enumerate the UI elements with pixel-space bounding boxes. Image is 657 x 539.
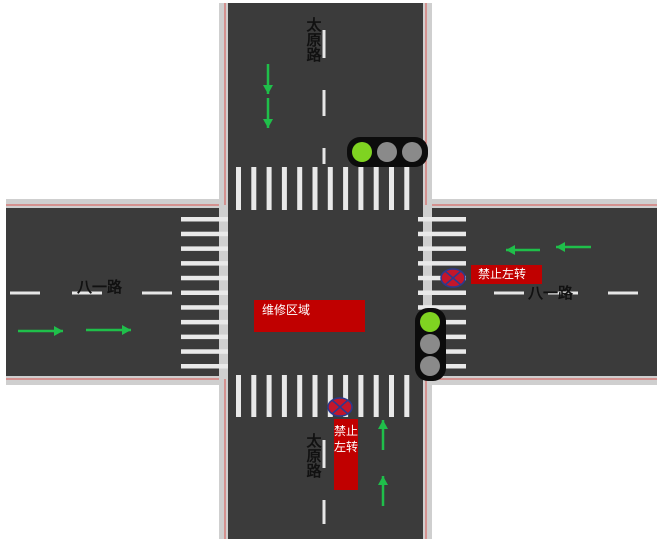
crosswalk-stripe [358, 167, 364, 210]
traffic-light-north-lamp-2 [377, 142, 397, 162]
direction-arrow [378, 476, 388, 506]
arrow-head [54, 326, 63, 336]
crosswalk-stripe [281, 167, 287, 210]
traffic-light-north-lamp-1 [352, 142, 372, 162]
junction-surface [228, 208, 423, 376]
arrow-head [263, 85, 273, 94]
arrow-head [556, 242, 565, 252]
crosswalk-stripe [373, 167, 379, 210]
crosswalk-stripe [181, 334, 228, 340]
crosswalk-stripe [181, 275, 228, 281]
direction-arrow [378, 420, 388, 450]
crosswalk-stripe [281, 375, 287, 417]
crosswalk-stripe [181, 349, 228, 354]
crosswalk-stripe [312, 375, 318, 417]
crosswalk-stripe [418, 290, 466, 295]
crosswalk-stripe [389, 375, 394, 417]
traffic-light-north [347, 137, 428, 167]
crosswalk-stripe [418, 261, 466, 266]
direction-arrow [263, 98, 273, 128]
direction-arrow [506, 245, 540, 255]
traffic-light-north-lamp-3 [402, 142, 422, 162]
crosswalk-stripe [389, 167, 394, 210]
crosswalk-stripe [181, 261, 228, 266]
crosswalk-stripe [358, 375, 364, 417]
direction-arrow [86, 325, 131, 335]
direction-arrow [556, 242, 591, 252]
crosswalk-stripe [418, 231, 466, 237]
crosswalk-stripe [418, 217, 466, 222]
crosswalk-stripe [236, 375, 241, 417]
crosswalk-stripe [181, 217, 228, 222]
arrow-head [263, 119, 273, 128]
arrow-head [506, 245, 515, 255]
direction-arrows [18, 64, 591, 506]
road-label-north: 太原路 [306, 16, 322, 64]
crosswalk-stripe [181, 364, 228, 369]
crosswalk-stripe [251, 167, 257, 210]
crosswalk-stripe [404, 167, 410, 210]
traffic-light-east-lamp-2 [420, 334, 440, 354]
crosswalk-stripe [343, 167, 349, 210]
crosswalk-stripe [418, 305, 466, 310]
no-left-turn-icon-east [440, 268, 466, 288]
crosswalk-stripe [373, 375, 379, 417]
road-label-south: 太原路 [306, 432, 322, 480]
crosswalk-stripe [327, 375, 333, 417]
crosswalk-stripe [418, 246, 466, 251]
crosswalk-stripe [181, 231, 228, 237]
no-left-turn-icon-south [327, 397, 353, 417]
crosswalk-stripe [343, 375, 349, 417]
traffic-light-east [415, 308, 446, 381]
crosswalk-stripe [297, 167, 303, 210]
crosswalk-stripe [236, 167, 241, 210]
arrow-head [378, 476, 388, 485]
road-label-west: 八一路 [77, 278, 123, 296]
crosswalk-stripe [312, 167, 318, 210]
crosswalk-stripe [181, 290, 228, 295]
crosswalk-stripe [266, 167, 272, 210]
no-left-turn-sign-east: 禁止左转 [471, 265, 542, 284]
crosswalk-stripe [181, 305, 228, 310]
no-left-turn-sign-south: 禁止左转 [334, 419, 358, 490]
crosswalk-stripe [327, 167, 333, 210]
road-label-east: 八一路 [528, 284, 574, 302]
traffic-light-east-lamp-3 [420, 356, 440, 376]
crosswalk-stripe [251, 375, 257, 417]
crosswalk-stripe [181, 246, 228, 251]
crosswalk-stripe [404, 375, 410, 417]
direction-arrow [263, 64, 273, 94]
crosswalk-stripe [266, 375, 272, 417]
crosswalk-stripe [297, 375, 303, 417]
arrow-head [122, 325, 131, 335]
direction-arrow [18, 326, 63, 336]
crosswalk-stripe [181, 319, 228, 325]
arrow-head [378, 420, 388, 429]
traffic-light-east-lamp-1 [420, 312, 440, 332]
repair-zone-sign: 维修区域 [254, 300, 365, 332]
